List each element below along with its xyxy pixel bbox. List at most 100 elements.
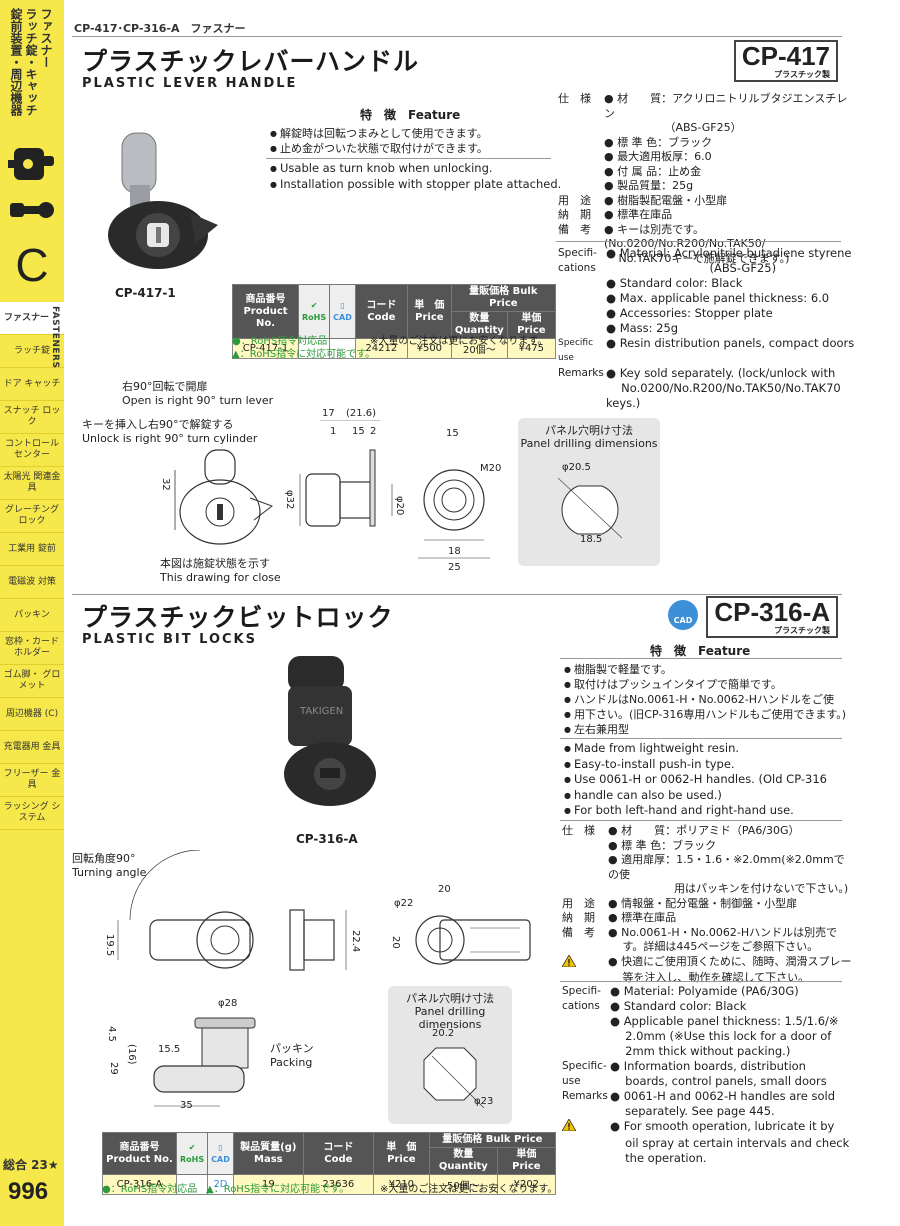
spec-row: 備 考● キーは別売です。(No.0200/No.R200/No.TAK50/	[558, 223, 858, 252]
spec-label: Specifi-	[562, 985, 601, 997]
spec-value: ● No.0061-H・No.0062-Hハンドルは別売で	[608, 925, 838, 939]
product2-note-rohs-possible: ▲：RoHS指令に対応可能です。	[206, 1184, 350, 1195]
spec-label: 備 考	[562, 925, 595, 939]
feature-rule	[266, 158, 551, 159]
spec-value: す。詳細は445ページをご参照下さい。	[608, 940, 819, 953]
drill-shape	[558, 478, 623, 539]
product1-rear-drawing	[418, 469, 490, 559]
spec-value: boards, control panels, small doors	[610, 1074, 827, 1088]
table-row: CP-417-1 24212 ¥500 20個～ ¥475	[232, 338, 556, 359]
sidebar-item[interactable]: コントロール センター	[0, 434, 64, 467]
cell-unit-price: ¥475	[506, 338, 556, 359]
sidebar-item[interactable]: スナッチ ロック	[0, 401, 64, 434]
spec-label	[562, 853, 608, 882]
product1-features-jp: 解錠時は回転つまみとして使用できます。 止め金がついた状態で取付けができます。	[270, 126, 488, 156]
th-mass: 製品質量(g)Mass	[232, 1132, 304, 1175]
warning-icon	[562, 954, 608, 972]
spec-row: cations (ABS-GF25)	[558, 261, 858, 276]
spec-value: 2.0mm (※Use this lock for a door of	[610, 1029, 832, 1043]
spec-value: the operation.	[610, 1151, 707, 1165]
spec-label: 納 期	[558, 208, 591, 221]
sidebar-item[interactable]: 太陽光 関連金具	[0, 467, 64, 500]
sidebar-item[interactable]: ラッシング システム	[0, 797, 64, 830]
latch-icon	[8, 148, 54, 180]
dim-label: 20	[438, 884, 451, 895]
spec-row: Remarks● Key sold separately. (lock/unlo…	[558, 366, 858, 381]
spec-row: 納 期● 標準在庫品	[558, 208, 858, 223]
spec-value: ● Material: Acrylonitrile butadiene styr…	[606, 246, 852, 260]
spec-value: ● 材 質：アクリロニトリルブタジエンスチレン	[604, 92, 848, 120]
spec-label: 用 途	[558, 193, 591, 207]
spec-label: Specific use	[558, 338, 594, 363]
sidebar-item[interactable]: ドア キャッチ	[0, 368, 64, 401]
spec-row: ● Applicable panel thickness: 1.5/1.6/※	[562, 1014, 852, 1029]
breadcrumb: CP-417･CP-316-A ファスナー	[74, 22, 246, 35]
sidebar-item[interactable]: 周辺機器 (C)	[0, 698, 64, 731]
sidebar-item[interactable]: フリーザー 金具	[0, 764, 64, 797]
spec-label: Remarks	[562, 1090, 608, 1102]
spec-label	[562, 940, 608, 955]
th-rohs: ✔RoHS	[175, 1132, 209, 1175]
spec-value: ● Accessories: Stopper plate	[606, 306, 773, 320]
sidebar-item[interactable]: パッキン	[0, 599, 64, 632]
product2-title-en: PLASTIC BIT LOCKS	[82, 632, 257, 647]
feature-item: For both left-hand and right-hand use.	[564, 803, 827, 819]
spec-label	[558, 291, 606, 306]
th-qty: 数量 Quantity	[450, 311, 508, 339]
spec-label: 仕 様	[562, 824, 595, 837]
sidebar-item[interactable]: グレーチング ロック	[0, 500, 64, 533]
product2-photo: TAKIGEN	[284, 656, 376, 806]
spec-row: 等を注入し、動作を確認して下さい。	[562, 971, 852, 986]
dim-label: 20.2	[432, 1028, 455, 1039]
sidebar-item[interactable]: ラッチ錠	[0, 335, 64, 368]
spec-value: ● 付 属 品：止め金	[604, 164, 702, 178]
dim-label: M20	[480, 463, 502, 474]
feature-item: 解錠時は回転つまみとして使用できます。	[270, 126, 488, 141]
th-unit-price: 単価 Price	[496, 1147, 556, 1175]
spec-value: No.0200/No.R200/No.TAK50/No.TAK70 keys.)	[606, 381, 841, 410]
sidebar-item[interactable]: ファスナー	[0, 302, 64, 335]
spec-row: 仕 様● 材 質：アクリロニトリルブタジエンスチレン	[558, 92, 858, 121]
product2-title-jp: プラスチックビットロック	[82, 603, 394, 632]
spec-label	[558, 121, 604, 136]
feature-item-continued: handle can also be used.)	[564, 788, 827, 804]
spec-row: 2.0mm (※Use this lock for a door of	[562, 1029, 852, 1044]
product2-features-jp: 樹脂製で軽量です。 取付けはプッシュインタイプで簡単です。 ハンドルはNo.00…	[564, 662, 846, 737]
spec-label	[562, 1044, 610, 1059]
sidebar-item[interactable]: 窓枠・カード ホルダー	[0, 632, 64, 665]
sidebar-item[interactable]: ゴム脚・ グロメット	[0, 665, 64, 698]
spec-value: ● 樹脂製配電盤・小型扉	[604, 193, 728, 207]
product1-features-en: Usable as turn knob when unlocking. Inst…	[270, 161, 561, 192]
sidebar-title-line: ラッチ錠・キャッチ	[24, 8, 38, 116]
th-unit-price: 単価 Price	[506, 311, 556, 339]
sidebar-item[interactable]: 電磁波 対策	[0, 566, 64, 599]
spec-value: ● キーは別売です。(No.0200/No.R200/No.TAK50/	[604, 222, 766, 251]
product1-code-box: CP-417 プラスチック製	[734, 40, 838, 82]
sidebar-item[interactable]: 充電器用 金具	[0, 731, 64, 764]
dim-label: 15	[446, 428, 459, 439]
cell-rohs	[175, 1174, 209, 1195]
spec-label: use	[562, 1075, 581, 1087]
product2-rear-drawing	[415, 915, 531, 965]
spec-label	[562, 839, 608, 854]
spec-value: 用はパッキンを付けないで下さい。)	[608, 882, 849, 895]
dim-label: 2	[370, 426, 377, 437]
product1-feature-heading: 特 徴 Feature	[360, 108, 461, 122]
dim-label: φ20.5	[562, 462, 591, 473]
feature-item: ハンドルはNo.0061-H・No.0062-Hハンドルをご使	[564, 692, 846, 707]
spec-label: Specific-	[562, 1060, 607, 1072]
total-label: 総合 23★	[3, 1158, 59, 1172]
spec-value: ● 情報盤・配分電盤・制御盤・小型扉	[608, 896, 798, 910]
spec-row: use boards, control panels, small doors	[562, 1074, 852, 1089]
sidebar-item[interactable]: 工業用 錠前	[0, 533, 64, 566]
spec-row: Remarks● 0061-H and 0062-H handles are s…	[562, 1089, 852, 1104]
spec-row: 用 途● 情報盤・配分電盤・制御盤・小型扉	[562, 897, 852, 912]
spec-value: ● 材 質：ポリアミド（PA6/30G）	[608, 824, 800, 837]
